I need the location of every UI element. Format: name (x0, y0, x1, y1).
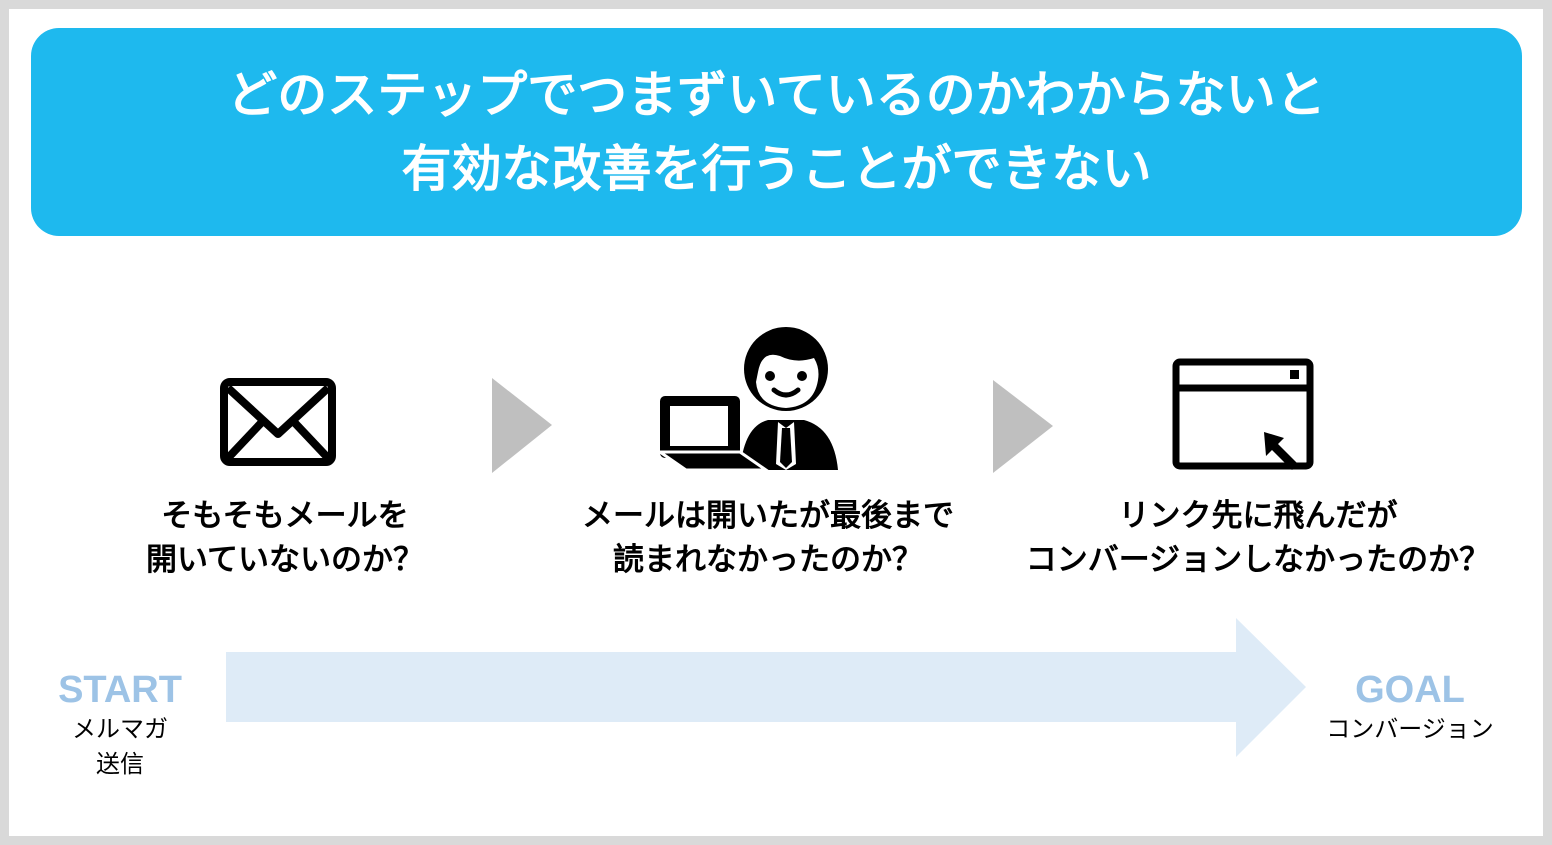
step-1-line-2: 開いていないのか？ (145, 542, 425, 578)
step-2-line-2: 読まれなかったのか？ (613, 542, 923, 578)
headline-line-2: 有効な改善を行うことができない (401, 140, 1152, 198)
step-3-line-1: リンク先に飛んだが (1118, 498, 1398, 534)
browser-click-icon (1172, 358, 1314, 470)
step-label-2: メールは開いたが最後まで 読まれなかったのか？ (560, 494, 976, 582)
step-2-line-1: メールは開いたが最後まで (582, 498, 954, 534)
start-title: START (58, 669, 182, 711)
headline-banner: どのステップでつまずいているのかわからないと 有効な改善を行うことができない (31, 28, 1522, 236)
flow-arrow (226, 618, 1306, 757)
step-label-3: リンク先に飛んだが コンバージョンしなかったのか？ (1016, 494, 1500, 582)
headline-line-1: どのステップでつまずいているのかわからないと (227, 66, 1326, 124)
goal-sub-1: コンバージョン (1326, 715, 1494, 743)
person-laptop-icon (658, 327, 838, 472)
start-point: START メルマガ 送信 (20, 668, 220, 782)
step-label-1: そもそもメールを 開いていないのか？ (120, 494, 450, 582)
step-3-line-2: コンバージョンしなかったのか？ (1025, 542, 1491, 578)
goal-point: GOAL コンバージョン (1310, 668, 1510, 747)
goal-title: GOAL (1355, 669, 1465, 711)
start-sub-2: 送信 (96, 750, 144, 778)
step-1-line-1: そもそもメールを (161, 498, 409, 534)
start-sub-1: メルマガ (72, 715, 168, 743)
triangle-right-icon (993, 380, 1053, 473)
triangle-right-icon (492, 378, 552, 473)
envelope-icon (220, 378, 336, 466)
